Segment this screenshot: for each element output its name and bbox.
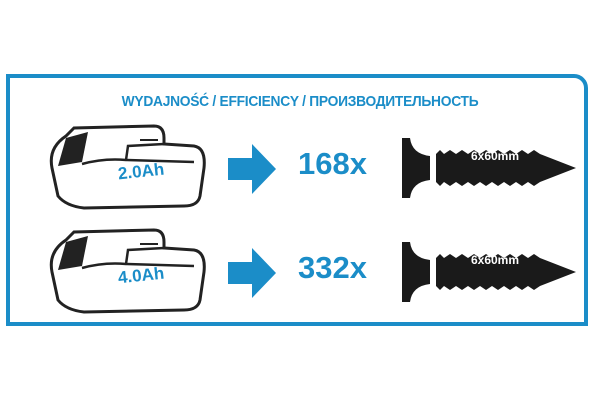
efficiency-row-1: 2.0Ah 168x 6x60mm (0, 118, 600, 218)
screw-count: 332x (298, 250, 367, 285)
arrow-right-icon (228, 248, 276, 298)
battery-icon (49, 228, 206, 314)
info-frame (6, 74, 588, 326)
screw-size: 6x60mm (470, 149, 520, 163)
arrow-right-icon (228, 144, 276, 194)
screw-icon (402, 242, 576, 302)
battery-icon (49, 124, 206, 210)
screw-size: 6x60mm (470, 253, 520, 267)
efficiency-title: WYDAJNOŚĆ / EFFICIENCY / ПРОИЗВОДИТЕЛЬНО… (121, 93, 479, 110)
screw-count: 168x (298, 146, 367, 181)
efficiency-row-2: 4.0Ah 332x 6x60mm (0, 222, 600, 322)
screw-icon (402, 138, 576, 198)
